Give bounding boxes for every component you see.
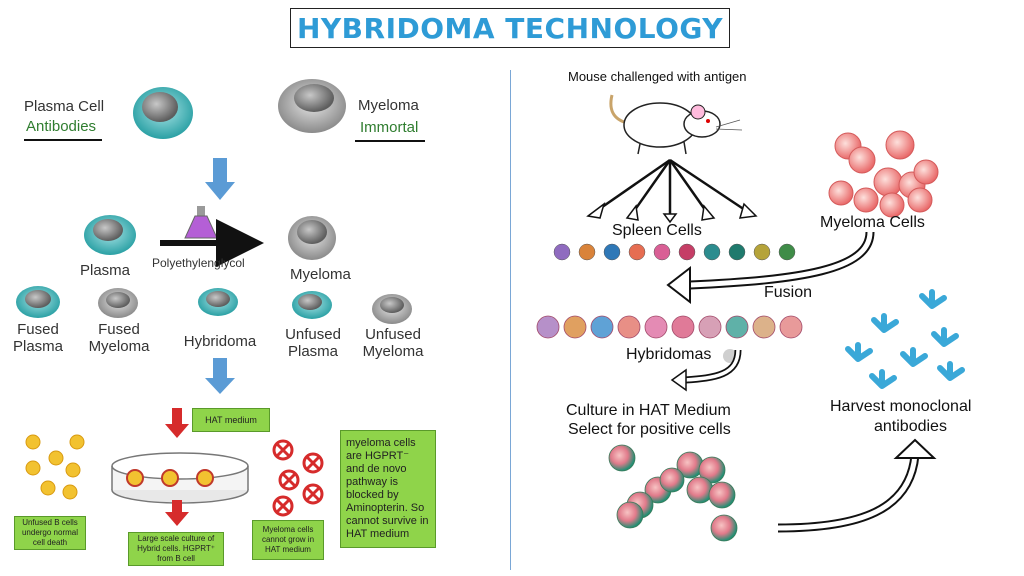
page-title: HYBRIDOMA TECHNOLOGY (296, 11, 724, 45)
myeloma-note-text: myeloma cells are HGPRT⁻ and de novo pat… (346, 437, 429, 540)
peg-label: Polyethylenglycol (152, 256, 245, 270)
red-arrow-2-icon (165, 500, 189, 526)
harvest-arrowhead (893, 438, 937, 459)
plasma-icon (84, 215, 136, 255)
harvest-arrow-fill (777, 454, 918, 531)
unfused-plasma-label-1: Unfused (285, 326, 341, 343)
fan-arrowheads (586, 202, 758, 224)
fusion-arrowhead (666, 265, 691, 305)
culture-cells-icon (608, 444, 738, 542)
title-box: HYBRIDOMA TECHNOLOGY (290, 8, 730, 48)
hat-medium-box: HAT medium (192, 408, 270, 432)
culture-arrowhead (670, 368, 687, 392)
unfused-myeloma-label-1: Unfused (365, 326, 421, 343)
culture-arrow-fill (684, 349, 740, 382)
myeloma-cell-icon (278, 79, 346, 133)
unfused-myeloma-icon (372, 294, 412, 324)
crossed-myeloma-icon (272, 439, 324, 517)
myeloma-cannot-text: Myeloma cells cannot grow in HAT medium (261, 525, 315, 554)
down-arrow-2-icon (205, 358, 235, 394)
myeloma-note-box: myeloma cells are HGPRT⁻ and de novo pat… (340, 430, 436, 548)
hybridomas-label: Hybridomas (626, 346, 712, 363)
culture-label-2: Select for positive cells (568, 421, 731, 438)
petri-dish-icon (111, 452, 249, 504)
red-arrow-icon (165, 408, 189, 438)
flask-icon (184, 206, 218, 239)
unfused-plasma-icon (292, 291, 332, 319)
fused-plasma-icon (16, 286, 60, 318)
unfused-b-text: Unfused B cells undergo normal cell deat… (21, 518, 79, 547)
spleen-cells-label: Spleen Cells (612, 222, 702, 239)
hybridoma-label: Hybridoma (183, 333, 257, 350)
harvest-arrow-outline (777, 454, 920, 533)
spleen-cells-row (553, 243, 796, 261)
hybridoma-icon (198, 288, 238, 316)
panel-divider (510, 70, 511, 570)
fan-arrows (594, 158, 749, 215)
myeloma-mid-icon (288, 216, 336, 260)
fused-myeloma-label-2: Myeloma (88, 338, 150, 355)
antibodies-label: Antibodies (26, 118, 97, 135)
unfused-myeloma-label-2: Myeloma (362, 343, 424, 360)
down-arrow-icon (205, 158, 235, 200)
myeloma-cannot-box: Myeloma cells cannot grow in HAT medium (252, 520, 324, 560)
antibody-icons (845, 289, 965, 389)
unfused-plasma-label-2: Plasma (287, 343, 339, 360)
plasma-cell-icon (133, 87, 193, 139)
large-scale-text: Large scale culture of Hybrid cells. HGP… (137, 534, 215, 563)
myeloma-mid-label: Myeloma (290, 266, 351, 283)
fused-myeloma-label-1: Fused (98, 321, 140, 338)
mouse-icon (609, 94, 743, 155)
harvest-label-2: antibodies (874, 418, 947, 435)
dead-b-cells-icon (25, 434, 85, 500)
hybridoma-row (536, 315, 803, 339)
plasma-label: Plasma (80, 262, 131, 279)
immortal-label: Immortal (360, 119, 419, 136)
fusion-label: Fusion (764, 284, 813, 301)
fused-myeloma-icon (98, 288, 138, 318)
mouse-label: Mouse challenged with antigen (568, 69, 747, 84)
unfused-b-box: Unfused B cells undergo normal cell deat… (14, 516, 86, 550)
plasma-cell-label: Plasma Cell (24, 98, 105, 115)
myeloma-label: Myeloma (358, 97, 419, 114)
hat-medium-label: HAT medium (205, 415, 257, 425)
harvest-label-1: Harvest monoclonal (830, 398, 972, 415)
fused-plasma-label-2: Plasma (12, 338, 64, 355)
fused-plasma-label-1: Fused (17, 321, 59, 338)
myeloma-cells-label: Myeloma Cells (820, 214, 925, 231)
myeloma-cluster-icon (828, 130, 939, 218)
fusion-arrow-fill (689, 231, 873, 288)
culture-label-1: Culture in HAT Medium (566, 402, 731, 419)
large-scale-box: Large scale culture of Hybrid cells. HGP… (128, 532, 224, 566)
